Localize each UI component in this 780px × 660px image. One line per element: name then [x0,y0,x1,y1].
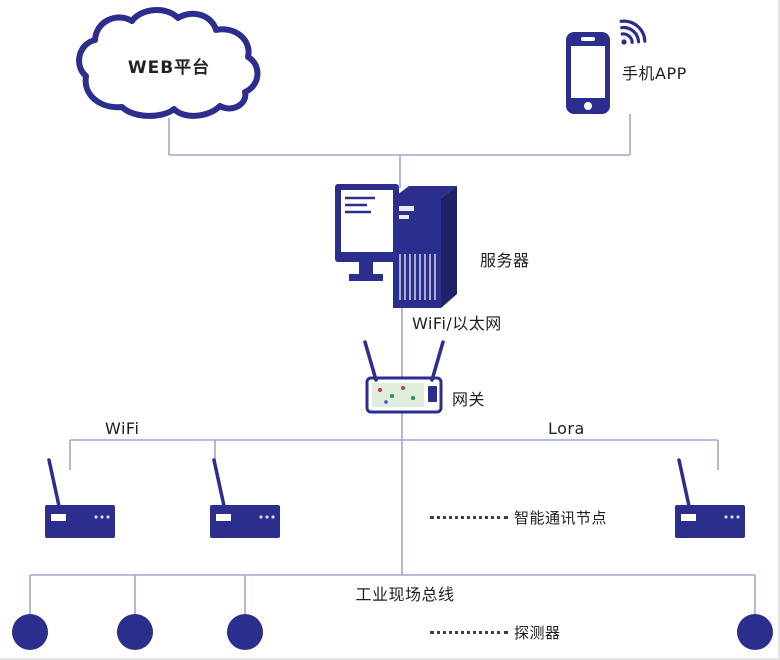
detector-node [227,614,263,650]
smart-comm-node-label: 智能通讯节点 [514,509,608,527]
gateway-antenna-right [430,340,445,382]
mobile-app-label: 手机APP [622,64,687,83]
comm-node-icon [675,458,745,538]
detector-ellipsis-dots [430,631,508,634]
phone-screen [571,46,605,98]
gateway-body [365,376,443,414]
detector-label: 探测器 [514,624,561,642]
detector-node [12,614,48,650]
gateway-antenna-left [363,340,378,382]
cloud-icon [76,7,261,119]
wifi-ethernet-label: WiFi/以太网 [412,314,502,333]
comm-node-icon [210,458,280,538]
web-platform-label: WEB平台 [127,57,211,78]
detector-node [117,614,153,650]
server-label: 服务器 [480,251,530,270]
node-ellipsis-dots [430,516,508,519]
server-icon [335,184,457,308]
comm-node-icon [45,458,115,538]
gateway-screen [372,383,424,407]
detector-node [737,614,773,650]
top-links [168,114,631,188]
gateway-icon [363,340,445,414]
field-bus [29,574,756,614]
field-bus-label: 工业现场总线 [355,585,455,604]
wifi-branch-label: WiFi [105,419,140,438]
smartphone-icon [566,19,647,114]
wifi-signal-icon [619,19,647,45]
branch-bus [69,412,719,575]
gateway-label: 网关 [452,390,486,409]
lora-branch-label: Lora [548,419,585,438]
